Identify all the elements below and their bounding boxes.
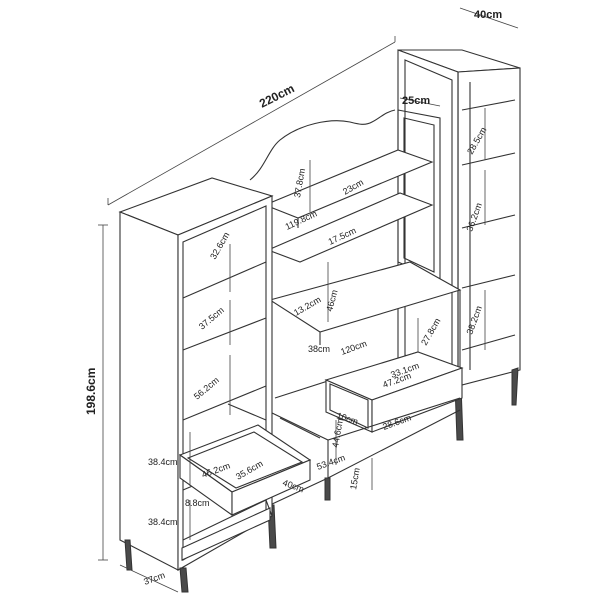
label-mid-bottom-h: 44.6cm [330, 418, 345, 449]
left-tower [118, 177, 312, 593]
label-total-height: 198.6cm [84, 368, 98, 415]
middle-section [249, 109, 464, 549]
label-left-drawer-h: 8.8cm [185, 498, 210, 508]
label-left-lower1: 38.4cm [148, 457, 178, 467]
label-depth-right: 40cm [474, 9, 502, 21]
label-total-width: 220cm [257, 81, 297, 110]
dimension-lines [98, 7, 519, 593]
label-left-lower2: 38.4cm [148, 517, 178, 527]
label-depth-middle: 25cm [402, 95, 430, 107]
label-mid-tv-d: 38cm [308, 344, 330, 354]
label-mid-tv-w: 120cm [339, 338, 368, 357]
label-depth-left: 37cm [142, 570, 166, 587]
label-mid-leg-h: 15cm [348, 467, 362, 490]
label-mid-base-w: 53.4cm [315, 452, 346, 471]
